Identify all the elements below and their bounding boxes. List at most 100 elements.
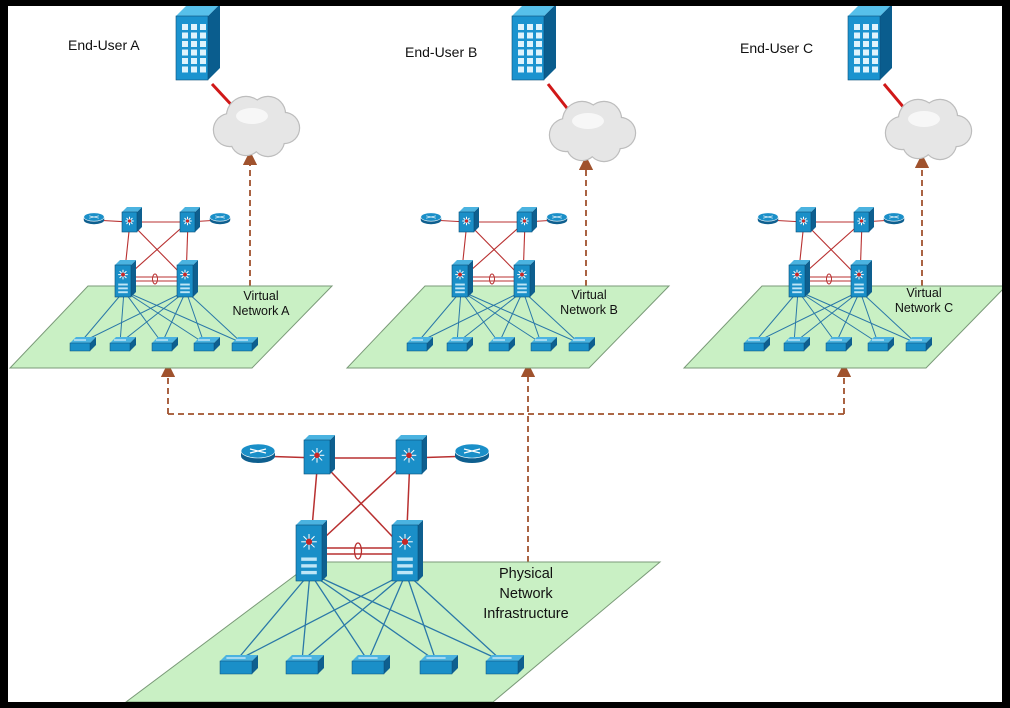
vn-a-access-link-d1-1	[119, 290, 125, 344]
phys-access-link-d2-2	[367, 572, 407, 662]
virtual-network-b-line1: Virtual	[571, 288, 607, 302]
phys-dist-switch-2	[391, 520, 423, 582]
vn-b-access-switch-4	[568, 337, 595, 352]
virtual-network-c-line1: Virtual	[906, 286, 942, 300]
vn-b-router-right	[546, 212, 568, 225]
vn-a-core-switch-1	[121, 207, 142, 233]
end-user-b-cloud-icon	[548, 100, 637, 163]
vn-a-core-switch-2	[179, 207, 200, 233]
vn-b-access-link-d1-2	[460, 290, 500, 344]
phys-access-switch-0	[219, 655, 258, 675]
virtual-network-a-label: Virtual Network A	[226, 289, 296, 319]
vn-c-access-switch-2	[825, 337, 852, 352]
vn-c-access-link-d1-1	[793, 290, 799, 344]
vn-b-core-switch-1	[458, 207, 479, 233]
end-user-c-label: End-User C	[740, 40, 814, 56]
vn-c-access-link-d1-0	[753, 290, 799, 344]
vn-c-core-switch-2	[853, 207, 874, 233]
vn-c-router-left	[757, 212, 779, 225]
vn-b-router-left	[420, 212, 442, 225]
vn-a-access-link-d2-3	[185, 290, 205, 344]
network-links	[79, 219, 917, 662]
vn-c-dist-switch-1	[788, 260, 810, 298]
vn-b-access-link-d1-0	[416, 290, 462, 344]
vn-c-access-switch-0	[743, 337, 770, 352]
vn-c-core-link-3	[803, 221, 861, 280]
vn-a-access-switch-0	[69, 337, 96, 352]
physical-label-line1: Physical	[499, 566, 553, 582]
vn-a-access-link-d1-0	[79, 290, 125, 344]
phys-router-right	[454, 443, 490, 463]
virtual-network-a-line1: Virtual	[243, 289, 279, 303]
phys-access-switch-4	[485, 655, 524, 675]
vn-a-access-link-d1-3	[123, 290, 205, 344]
phys-core-switch-2	[395, 435, 427, 475]
phys-access-link-d1-1	[301, 572, 311, 662]
vn-c-access-link-d1-2	[797, 290, 837, 344]
vn-c-access-link-d2-0	[753, 290, 861, 344]
phys-access-link-d1-4	[309, 572, 503, 662]
physical-label-line2: Network	[499, 586, 553, 602]
phys-access-switch-1	[285, 655, 324, 675]
vn-b-dist-switch-2	[513, 260, 535, 298]
vn-b-access-switch-0	[406, 337, 433, 352]
vn-b-core-switch-2	[516, 207, 537, 233]
vn-b-trunk-bundle	[489, 273, 495, 285]
vn-b-access-switch-1	[446, 337, 473, 352]
vn-c-access-switch-1	[783, 337, 810, 352]
vn-c-access-link-d2-3	[859, 290, 879, 344]
phys-router-left	[240, 443, 276, 463]
physical-network-label: Physical Network Infrastructure	[470, 564, 582, 624]
vn-c-router-right	[883, 212, 905, 225]
vn-a-trunk-bundle	[152, 273, 158, 285]
vn-a-access-switch-2	[151, 337, 178, 352]
phys-trunk-bundle	[353, 542, 363, 560]
end-user-c-cloud-icon	[884, 98, 973, 161]
phys-access-link-d2-1	[301, 572, 407, 662]
vn-c-access-link-d2-2	[835, 290, 861, 344]
vn-b-access-link-d2-3	[522, 290, 542, 344]
end-user-b-label: End-User B	[405, 44, 478, 60]
end-user-b-building-icon	[511, 6, 556, 81]
vn-a-access-switch-3	[193, 337, 220, 352]
vn-a-access-link-d2-1	[119, 290, 187, 344]
vn-a-access-link-d1-2	[123, 290, 163, 344]
vn-c-dist-switch-2	[850, 260, 872, 298]
vn-c-access-link-d1-4	[797, 290, 917, 344]
virtual-network-b-line2: Network B	[560, 303, 618, 317]
virtual-network-a-line2: Network A	[232, 304, 290, 318]
vn-a-access-link-d2-2	[161, 290, 187, 344]
physical-plane	[125, 561, 662, 702]
vn-b-access-link-d2-1	[456, 290, 524, 344]
phys-dist-switch-1	[295, 520, 327, 582]
vn-c-core-switch-1	[795, 207, 816, 233]
end-user-a-cloud-icon	[212, 95, 301, 158]
mapping-arrows	[160, 150, 930, 562]
phys-access-link-d2-3	[405, 572, 437, 662]
vn-a-access-switch-4	[231, 337, 258, 352]
vn-a-dist-switch-2	[176, 260, 198, 298]
phys-core-link-3	[317, 457, 407, 552]
vn-c-access-link-d1-3	[797, 290, 879, 344]
vn-a-access-link-d2-4	[185, 290, 243, 344]
vn-a-router-left	[83, 212, 105, 225]
vn-a-router-right	[209, 212, 231, 225]
vn-a-access-link-d1-4	[123, 290, 243, 344]
phys-access-link-d2-0	[235, 572, 407, 662]
vn-b-access-switch-2	[488, 337, 515, 352]
virtual-network-c-label: Virtual Network C	[888, 286, 960, 316]
phys-core-switch-1	[303, 435, 335, 475]
vn-b-access-link-d1-3	[460, 290, 542, 344]
vn-c-access-link-d2-1	[793, 290, 861, 344]
vn-b-dist-switch-1	[451, 260, 473, 298]
phys-access-link-d1-2	[309, 572, 369, 662]
network-devices	[69, 207, 932, 675]
end-user-elements	[175, 6, 973, 163]
vn-b-core-link-3	[466, 221, 524, 280]
end-user-a-building-icon	[175, 6, 220, 81]
vn-b-access-link-d2-0	[416, 290, 524, 344]
physical-label-line3: Infrastructure	[483, 606, 569, 622]
vn-c-access-link-d2-4	[859, 290, 917, 344]
vn-b-access-link-d2-4	[522, 290, 580, 344]
